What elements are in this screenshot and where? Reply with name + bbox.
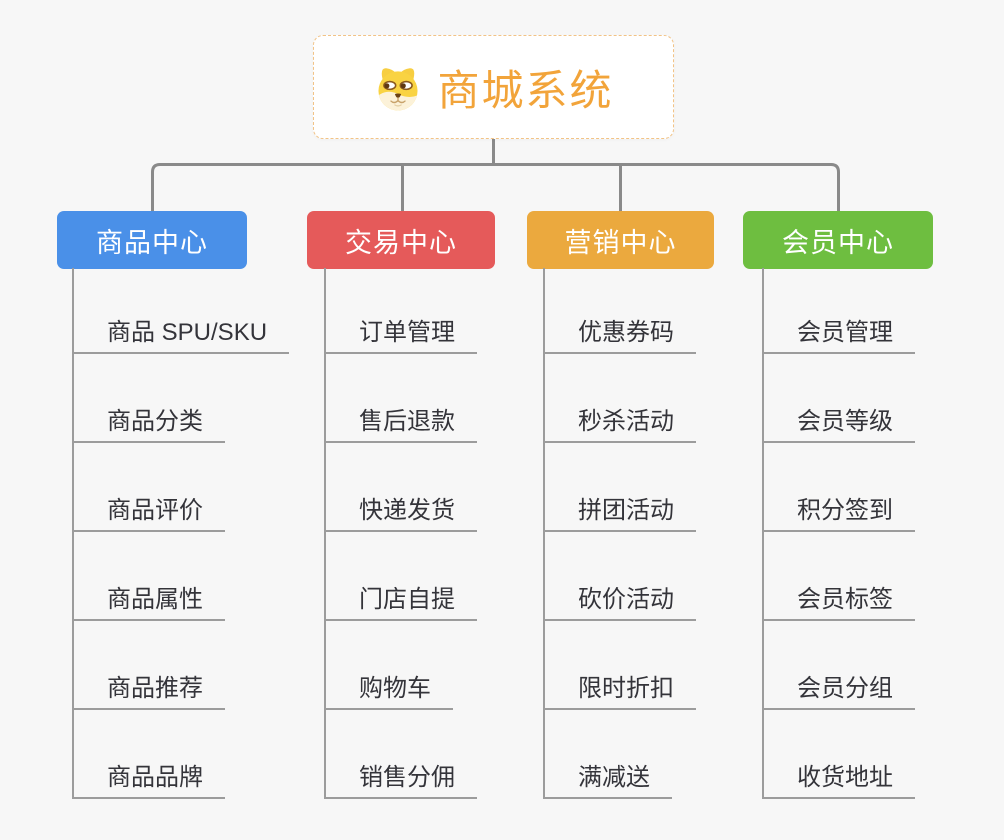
leaf-limited-time-discount[interactable]: 限时折扣 bbox=[545, 621, 696, 710]
leaf-sales-commission[interactable]: 销售分佣 bbox=[326, 710, 477, 799]
leaf-member-group[interactable]: 会员分组 bbox=[764, 621, 915, 710]
branch-product-children: 商品 SPU/SKU 商品分类 商品评价 商品属性 商品推荐 商品品牌 bbox=[72, 268, 290, 799]
leaf-aftersale-refund[interactable]: 售后退款 bbox=[326, 354, 477, 443]
branch-rail-line bbox=[151, 163, 840, 211]
dog-face-icon bbox=[373, 61, 423, 113]
leaf-product-recommend[interactable]: 商品推荐 bbox=[74, 621, 225, 710]
leaf-product-category[interactable]: 商品分类 bbox=[74, 354, 225, 443]
leaf-shipping-address[interactable]: 收货地址 bbox=[764, 710, 915, 799]
leaf-member-management[interactable]: 会员管理 bbox=[764, 268, 915, 354]
leaf-store-pickup[interactable]: 门店自提 bbox=[326, 532, 477, 621]
leaf-spend-and-save[interactable]: 满减送 bbox=[545, 710, 672, 799]
leaf-member-level[interactable]: 会员等级 bbox=[764, 354, 915, 443]
leaf-flash-sale[interactable]: 秒杀活动 bbox=[545, 354, 696, 443]
leaf-product-review[interactable]: 商品评价 bbox=[74, 443, 225, 532]
branch-trade-children: 订单管理 售后退款 快递发货 门店自提 购物车 销售分佣 bbox=[324, 268, 477, 799]
leaf-product-brand[interactable]: 商品品牌 bbox=[74, 710, 225, 799]
leaf-express-shipping[interactable]: 快递发货 bbox=[326, 443, 477, 532]
branch-product-center[interactable]: 商品中心 bbox=[57, 211, 247, 269]
leaf-product-attribute[interactable]: 商品属性 bbox=[74, 532, 225, 621]
branch-member-children: 会员管理 会员等级 积分签到 会员标签 会员分组 收货地址 bbox=[762, 268, 915, 799]
leaf-order-management[interactable]: 订单管理 bbox=[326, 268, 477, 354]
root-node[interactable]: 商城系统 bbox=[313, 35, 674, 139]
branch-marketing-center[interactable]: 营销中心 bbox=[527, 211, 714, 269]
leaf-shopping-cart[interactable]: 购物车 bbox=[326, 621, 453, 710]
leaf-points-checkin[interactable]: 积分签到 bbox=[764, 443, 915, 532]
leaf-member-tag[interactable]: 会员标签 bbox=[764, 532, 915, 621]
leaf-coupon-code[interactable]: 优惠券码 bbox=[545, 268, 696, 354]
leaf-product-spu-sku[interactable]: 商品 SPU/SKU bbox=[74, 268, 290, 354]
branch-member-center[interactable]: 会员中心 bbox=[743, 211, 933, 269]
leaf-bargain-activity[interactable]: 砍价活动 bbox=[545, 532, 696, 621]
leaf-group-buy[interactable]: 拼团活动 bbox=[545, 443, 696, 532]
branch-trade-center[interactable]: 交易中心 bbox=[307, 211, 495, 269]
root-title: 商城系统 bbox=[437, 66, 614, 114]
branch-marketing-children: 优惠券码 秒杀活动 拼团活动 砍价活动 限时折扣 满减送 bbox=[543, 268, 696, 799]
